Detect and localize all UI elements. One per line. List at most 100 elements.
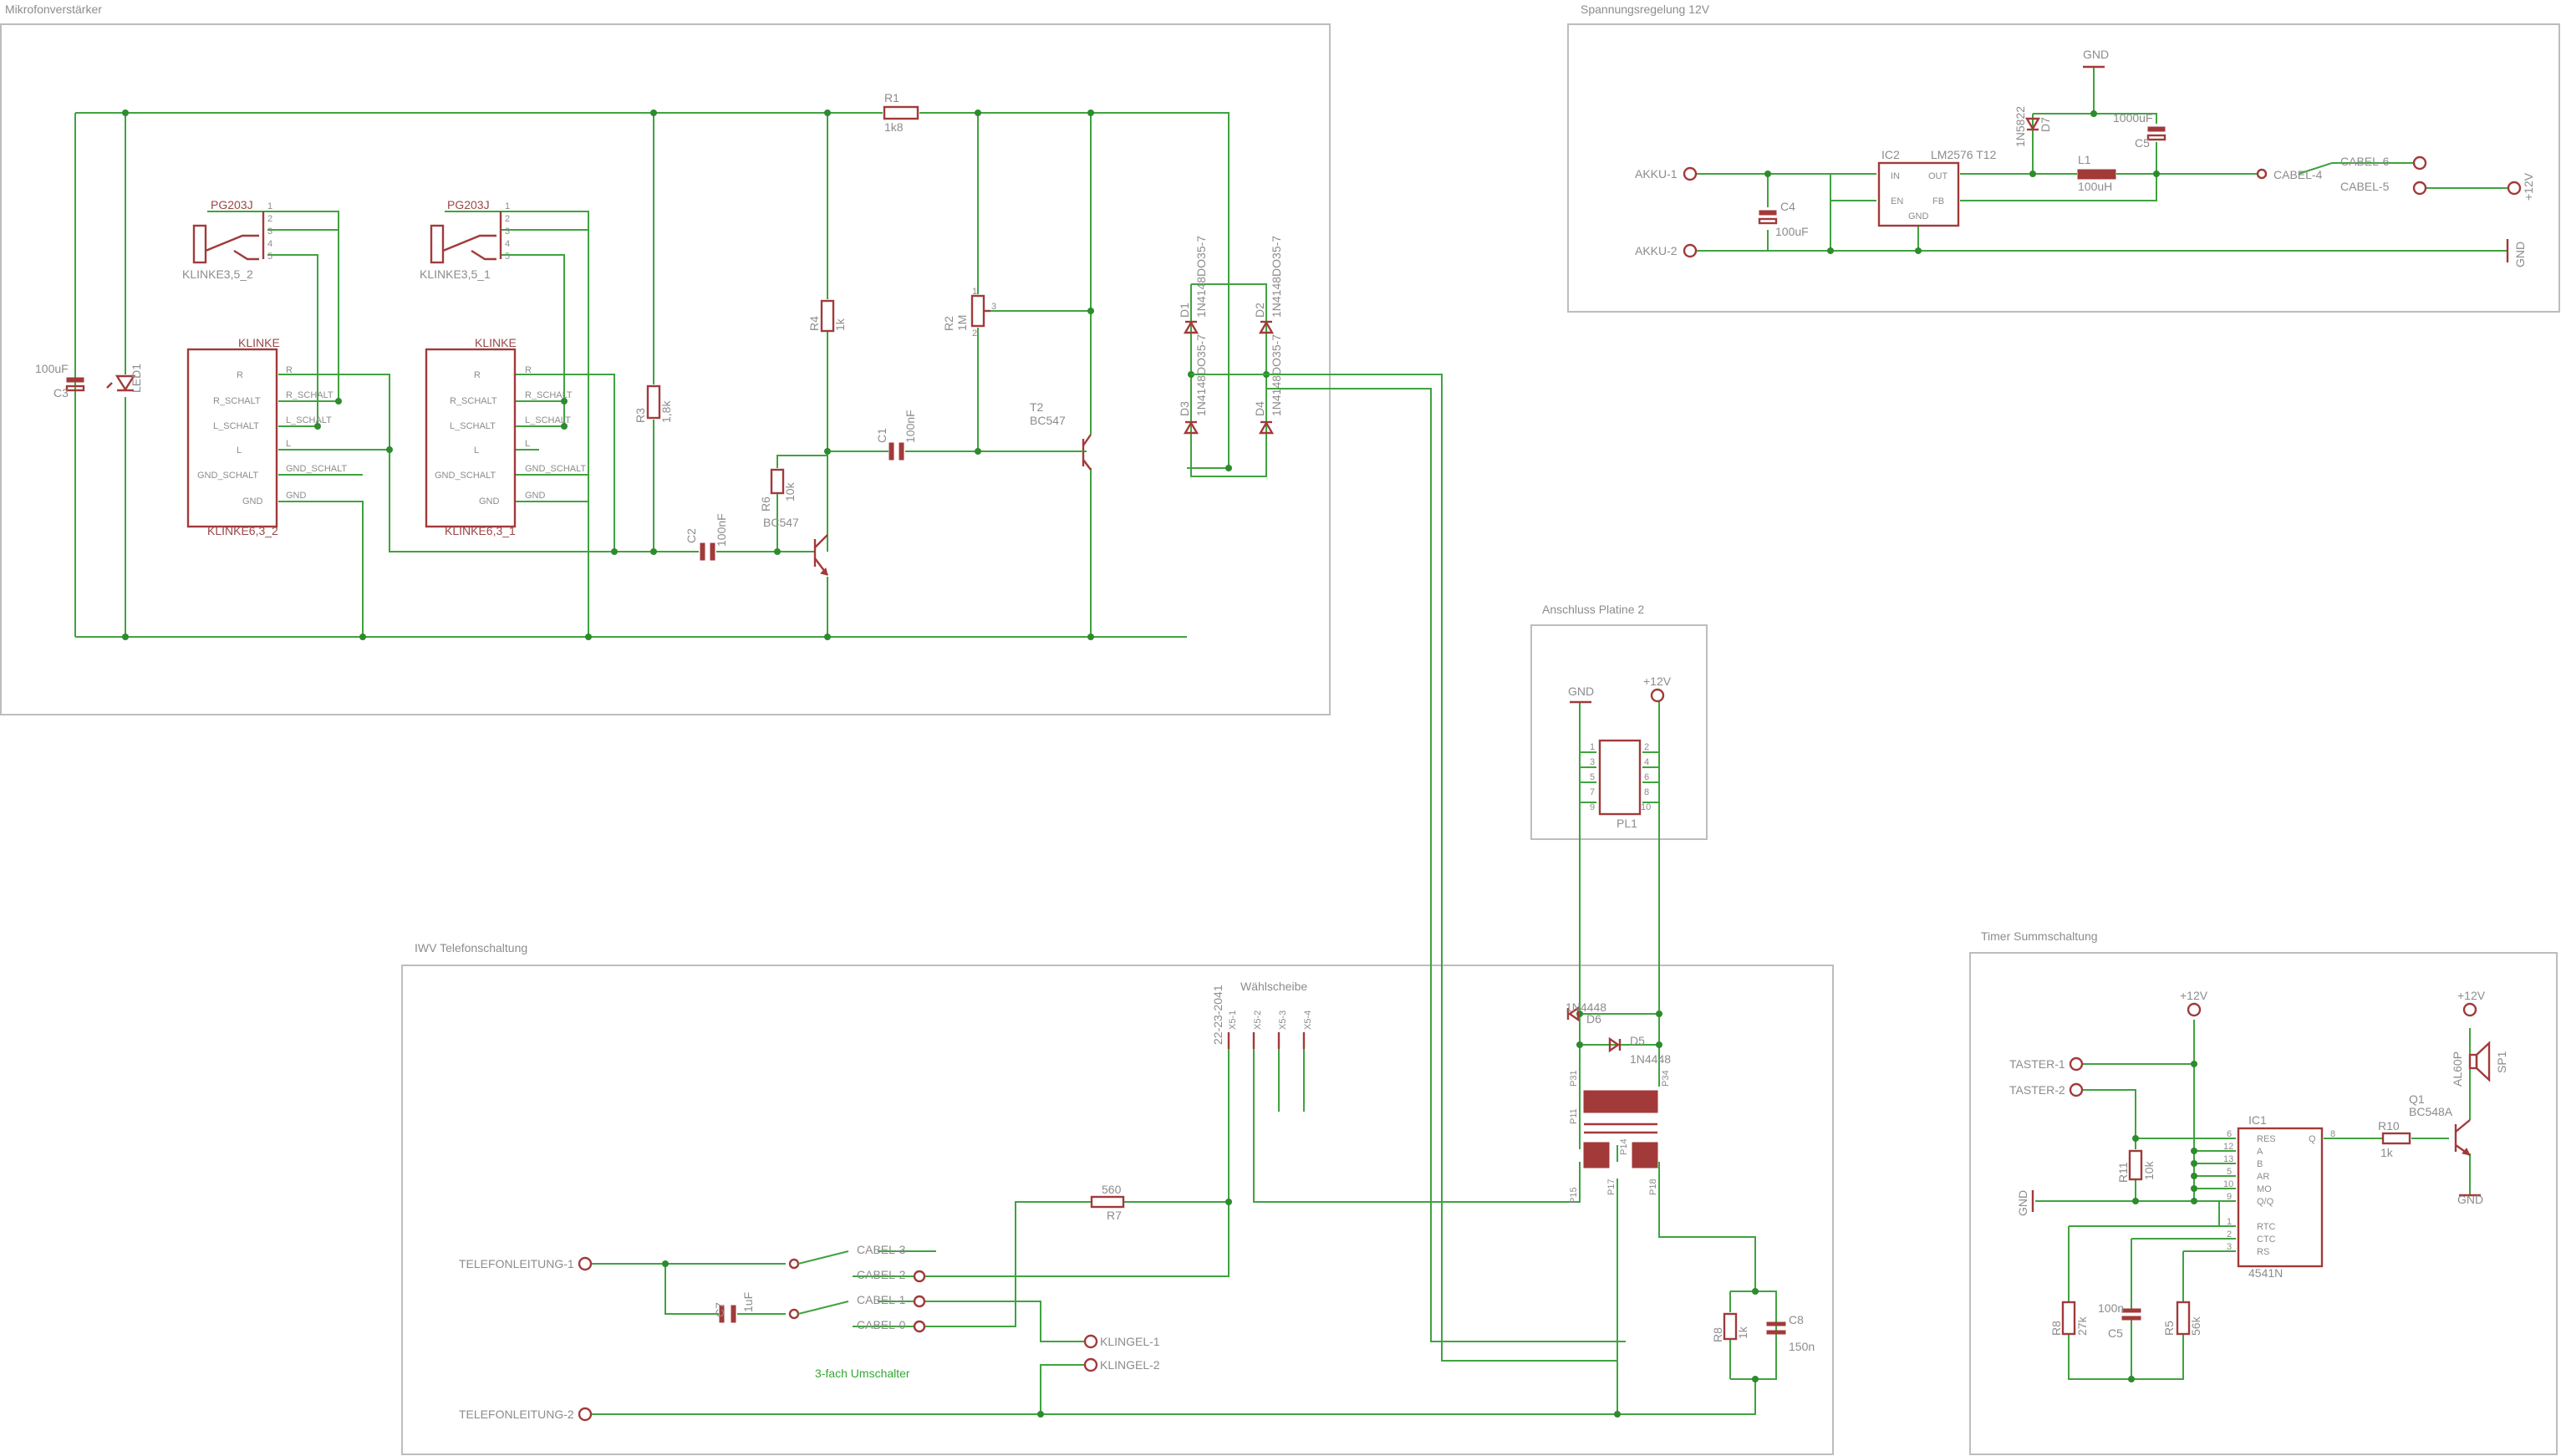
ic1-name: IC1 [2248, 1113, 2267, 1127]
ic1-pn-10: 10 [2223, 1179, 2233, 1189]
cable4-pad[interactable] [2256, 168, 2268, 180]
klingel1-pad[interactable] [1083, 1334, 1098, 1349]
resistor-r3: R3 1,8k [634, 384, 673, 423]
timer-gnd-q: GND [2457, 1193, 2483, 1206]
ic1-pn-6: 6 [2227, 1129, 2232, 1139]
l1-value: 100uH [2078, 180, 2112, 193]
taster1-label: TASTER-1 [2009, 1057, 2065, 1071]
frame-power [1567, 23, 2560, 313]
klinke-b-pin-ls: L_SCHALT [450, 421, 496, 431]
dial-title: Wählscheibe [1240, 980, 1307, 993]
ic1-pin-res: RES [2257, 1134, 2276, 1144]
ic1-pin-a: A [2257, 1147, 2263, 1157]
relay-pin-p31: P31 [1569, 1070, 1579, 1087]
pl1-pin-8: 8 [1644, 787, 1649, 797]
akku2-pad[interactable] [1683, 243, 1698, 258]
mic-amp-wires [74, 112, 1267, 638]
section-title-power: Spannungsregelung 12V [1581, 3, 1710, 16]
klinke-b-pin-gs: GND_SCHALT [435, 471, 496, 481]
c5-name: C5 [2135, 136, 2150, 150]
klingel2-pad[interactable] [1083, 1357, 1098, 1372]
ic1-pin-rtc: RTC [2257, 1222, 2275, 1232]
timer-12v-b-pad[interactable] [2462, 1002, 2477, 1017]
connector-12v-pad[interactable] [1650, 688, 1665, 703]
sp1-name: SP1 [2495, 1051, 2508, 1073]
jack-b-pin-5: 5 [505, 252, 510, 262]
klinke63-1: KLINKE KLINKE6,3_1 R R_SCHALT L_SCHALT L… [425, 336, 586, 537]
pl1-pin-1: 1 [1590, 742, 1595, 752]
net-b-l: L [525, 439, 530, 449]
telefonleitung2-pad[interactable] [578, 1407, 593, 1422]
ic1-pin-ar: AR [2257, 1172, 2269, 1182]
akku2-label: AKKU-2 [1635, 244, 1678, 257]
power-junctions [1764, 110, 2160, 254]
switch-out-2[interactable] [913, 1295, 926, 1308]
r4-value: 1k [833, 318, 847, 331]
ic1-pin-b: B [2257, 1159, 2263, 1169]
potentiometer-r2: 1 3 2 R2 1M [942, 287, 996, 339]
diode-bridge: D1 1N4148DO35-7 D2 1N4148DO35-7 D3 1N414… [1178, 236, 1283, 435]
t2-value: BC547 [1030, 414, 1066, 427]
timer-12v-b: +12V [2457, 989, 2486, 1002]
cable3-label: CABEL-3 [857, 1243, 906, 1256]
ic1-pn-9: 9 [2227, 1192, 2232, 1202]
net-a-r: R [286, 365, 293, 375]
net-a-l: L [286, 439, 291, 449]
c4-value: 100uF [1775, 225, 1809, 238]
d4-name: D4 [1253, 401, 1266, 416]
timer-r8-value: 27k [2075, 1316, 2089, 1336]
c2-value: 100nF [715, 513, 728, 547]
ic1-pn-8: 8 [2330, 1129, 2335, 1139]
akku1-pad[interactable] [1683, 166, 1698, 181]
switch-out-3[interactable] [913, 1320, 926, 1333]
klinke-a-pin-rs: R_SCHALT [213, 396, 261, 406]
timer-12v-a-pad[interactable] [2187, 1002, 2202, 1017]
telefonleitung1-pad[interactable] [578, 1256, 593, 1271]
phone-wires [590, 1013, 1777, 1415]
klinke-a-pin-gnd: GND [242, 496, 263, 507]
c7-value: 1uF [741, 1292, 755, 1312]
relay-pin-p17: P17 [1606, 1179, 1617, 1195]
d3-name: D3 [1178, 401, 1191, 416]
jack-a-pin-1: 1 [267, 201, 272, 211]
switch-in-2[interactable] [788, 1308, 800, 1320]
frame-connector [1530, 624, 1708, 840]
pl1-pin-2: 2 [1644, 742, 1649, 752]
t2-name: T2 [1030, 400, 1044, 414]
cable6-label: CABEL-6 [2340, 155, 2390, 168]
ic1-pn-13: 13 [2223, 1154, 2233, 1164]
switch-out-1[interactable] [913, 1270, 926, 1283]
phone-r8-name: R8 [1711, 1327, 1724, 1342]
section-title-phone: IWV Telefonschaltung [415, 941, 527, 955]
timer-r5-value: 56k [2189, 1316, 2202, 1336]
frame-mic-amp [0, 23, 1331, 715]
connector-pl1: PL1 [1617, 817, 1637, 830]
r1-value: 1k8 [884, 120, 904, 134]
d7-name: D7 [2039, 117, 2052, 132]
ic1-pin-q: Q [2309, 1134, 2316, 1144]
klinke-a-pin-r: R [237, 370, 243, 380]
jack-b-pin-2: 2 [505, 214, 510, 224]
net-a-rs: R_SCHALT [286, 390, 333, 400]
klinke-a-pin-gs: GND_SCHALT [197, 471, 258, 481]
cable5-pad[interactable] [2412, 181, 2427, 196]
switch-in-1[interactable] [788, 1258, 800, 1270]
ic1-value: 4541N [2248, 1266, 2283, 1280]
phone-symbols: TELEFONLEITUNG-1 TELEFONLEITUNG-2 C7 1uF… [459, 980, 1815, 1422]
net-b-r: R [525, 365, 532, 375]
cable6-pad[interactable] [2412, 155, 2427, 171]
frame-timer [1969, 952, 2558, 1455]
resistor-r6: R6 10k [759, 468, 797, 512]
inter-section-wires [1191, 374, 1626, 1362]
phone-r8-value: 1k [1736, 1326, 1749, 1339]
taster1-pad[interactable] [2069, 1056, 2084, 1072]
power-gnd-right: GND [2513, 242, 2527, 267]
jack-a-part: PG203J [211, 198, 253, 211]
switch-note: 3-fach Umschalter [815, 1367, 910, 1380]
cable1-label: CABEL-1 [857, 1293, 906, 1306]
taster2-pad[interactable] [2069, 1082, 2084, 1097]
d6-name: D6 [1586, 1012, 1601, 1026]
supply-12v-pad[interactable] [2507, 181, 2522, 196]
d5-value: 1N4448 [1630, 1052, 1671, 1066]
d1-name: D1 [1178, 303, 1191, 318]
